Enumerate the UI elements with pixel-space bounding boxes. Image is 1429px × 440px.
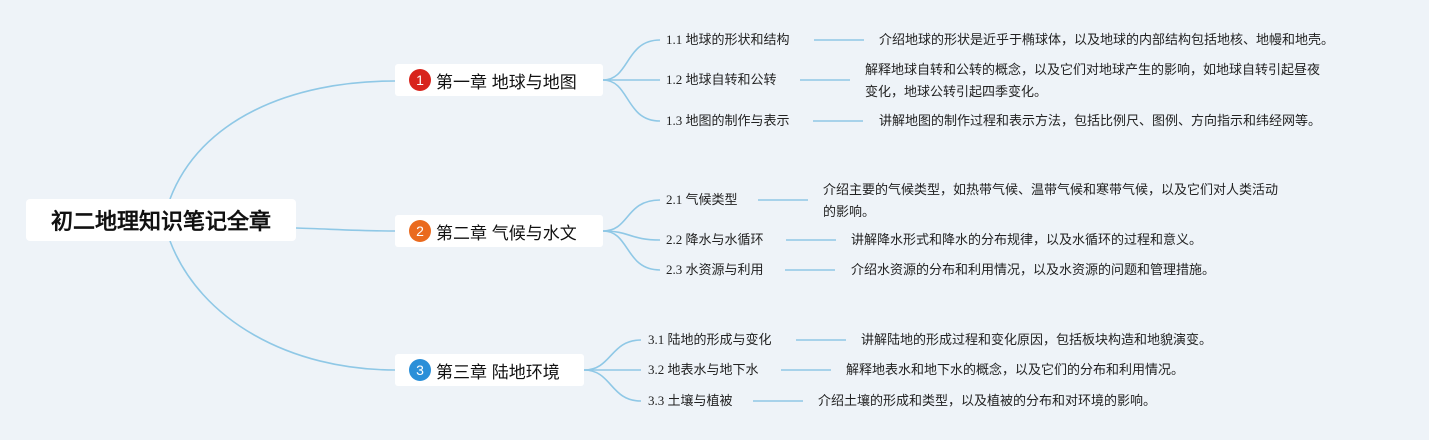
section-1-2-label[interactable]: 1.2 地球自转和公转: [666, 72, 777, 87]
connector-ch2-s1: [602, 199, 661, 232]
section-2-1-description[interactable]: 介绍主要的气候类型，如热带气候、温带气候和寒带气候，以及它们对人类活动 的影响。: [823, 179, 1323, 223]
section-3-1-description[interactable]: 讲解陆地的形成过程和变化原因，包括板块构造和地貌演变。: [861, 332, 1213, 347]
section-1-1-description[interactable]: 介绍地球的形状是近乎于椭球体，以及地球的内部结构包括地核、地幔和地壳。: [879, 32, 1335, 47]
section-3-2-label[interactable]: 3.2 地表水与地下水: [648, 362, 759, 377]
section-2-2-description[interactable]: 讲解降水形式和降水的分布规律，以及水循环的过程和意义。: [851, 232, 1203, 247]
section-2-3-description[interactable]: 介绍水资源的分布和利用情况，以及水资源的问题和管理措施。: [851, 262, 1216, 277]
connector-root-ch2: [295, 227, 396, 232]
connector-ch3-s1: [583, 339, 642, 371]
chapter-2-node[interactable]: 2 第二章 气候与水文: [395, 215, 603, 247]
section-1-2-description-line-1: 解释地球自转和公转的概念，以及它们对地球产生的影响，如地球自转引起昼夜: [865, 62, 1321, 77]
section-3-1-label[interactable]: 3.1 陆地的形成与变化: [648, 332, 772, 347]
connector-ch1-s1: [602, 39, 661, 81]
section-2-1-description-line-2: 的影响。: [823, 204, 876, 219]
connector-ch2-s3: [602, 230, 661, 271]
root-title: 初二地理知识笔记全章: [50, 209, 271, 234]
chapter-1-number-badge: 1: [409, 69, 431, 91]
section-2-1-description-line-1: 介绍主要的气候类型，如热带气候、温带气候和寒带气候，以及它们对人类活动: [823, 182, 1279, 197]
section-2-2-label[interactable]: 2.2 降水与水循环: [666, 232, 764, 247]
root-topic[interactable]: 初二地理知识笔记全章: [26, 199, 296, 241]
section-1-1-label[interactable]: 1.1 地球的形状和结构: [666, 32, 790, 47]
section-3-2-description[interactable]: 解释地表水和地下水的概念，以及它们的分布和利用情况。: [846, 362, 1185, 377]
chapter-2-number-badge: 2: [409, 220, 431, 242]
connector-ch1-s3: [602, 79, 661, 122]
section-3-3-description[interactable]: 介绍土壤的形成和类型，以及植被的分布和对环境的影响。: [818, 393, 1157, 408]
section-2-1-label[interactable]: 2.1 气候类型: [666, 192, 738, 207]
section-2-3-label[interactable]: 2.3 水资源与利用: [666, 262, 764, 277]
section-1-2-description[interactable]: 解释地球自转和公转的概念，以及它们对地球产生的影响，如地球自转引起昼夜 变化，地…: [865, 59, 1345, 103]
connector-ch3-s3: [583, 369, 642, 402]
chapter-1-node[interactable]: 1 第一章 地球与地图: [395, 64, 603, 96]
chapter-3-title: 第三章 陆地环境: [436, 362, 560, 382]
chapter-3-number-badge: 3: [409, 359, 431, 381]
section-3-3-label[interactable]: 3.3 土壤与植被: [648, 393, 733, 408]
section-1-3-description[interactable]: 讲解地图的制作过程和表示方法，包括比例尺、图例、方向指示和纬经网等。: [879, 113, 1322, 128]
connector-root-ch1: [169, 80, 396, 200]
section-1-2-description-line-2: 变化，地球公转引起四季变化。: [865, 84, 1048, 99]
chapter-1-title: 第一章 地球与地图: [436, 72, 577, 92]
section-1-3-label[interactable]: 1.3 地图的制作与表示: [666, 113, 790, 128]
chapter-3-node[interactable]: 3 第三章 陆地环境: [395, 354, 584, 386]
chapter-2-title: 第二章 气候与水文: [436, 223, 577, 243]
connector-root-ch3: [169, 240, 396, 371]
